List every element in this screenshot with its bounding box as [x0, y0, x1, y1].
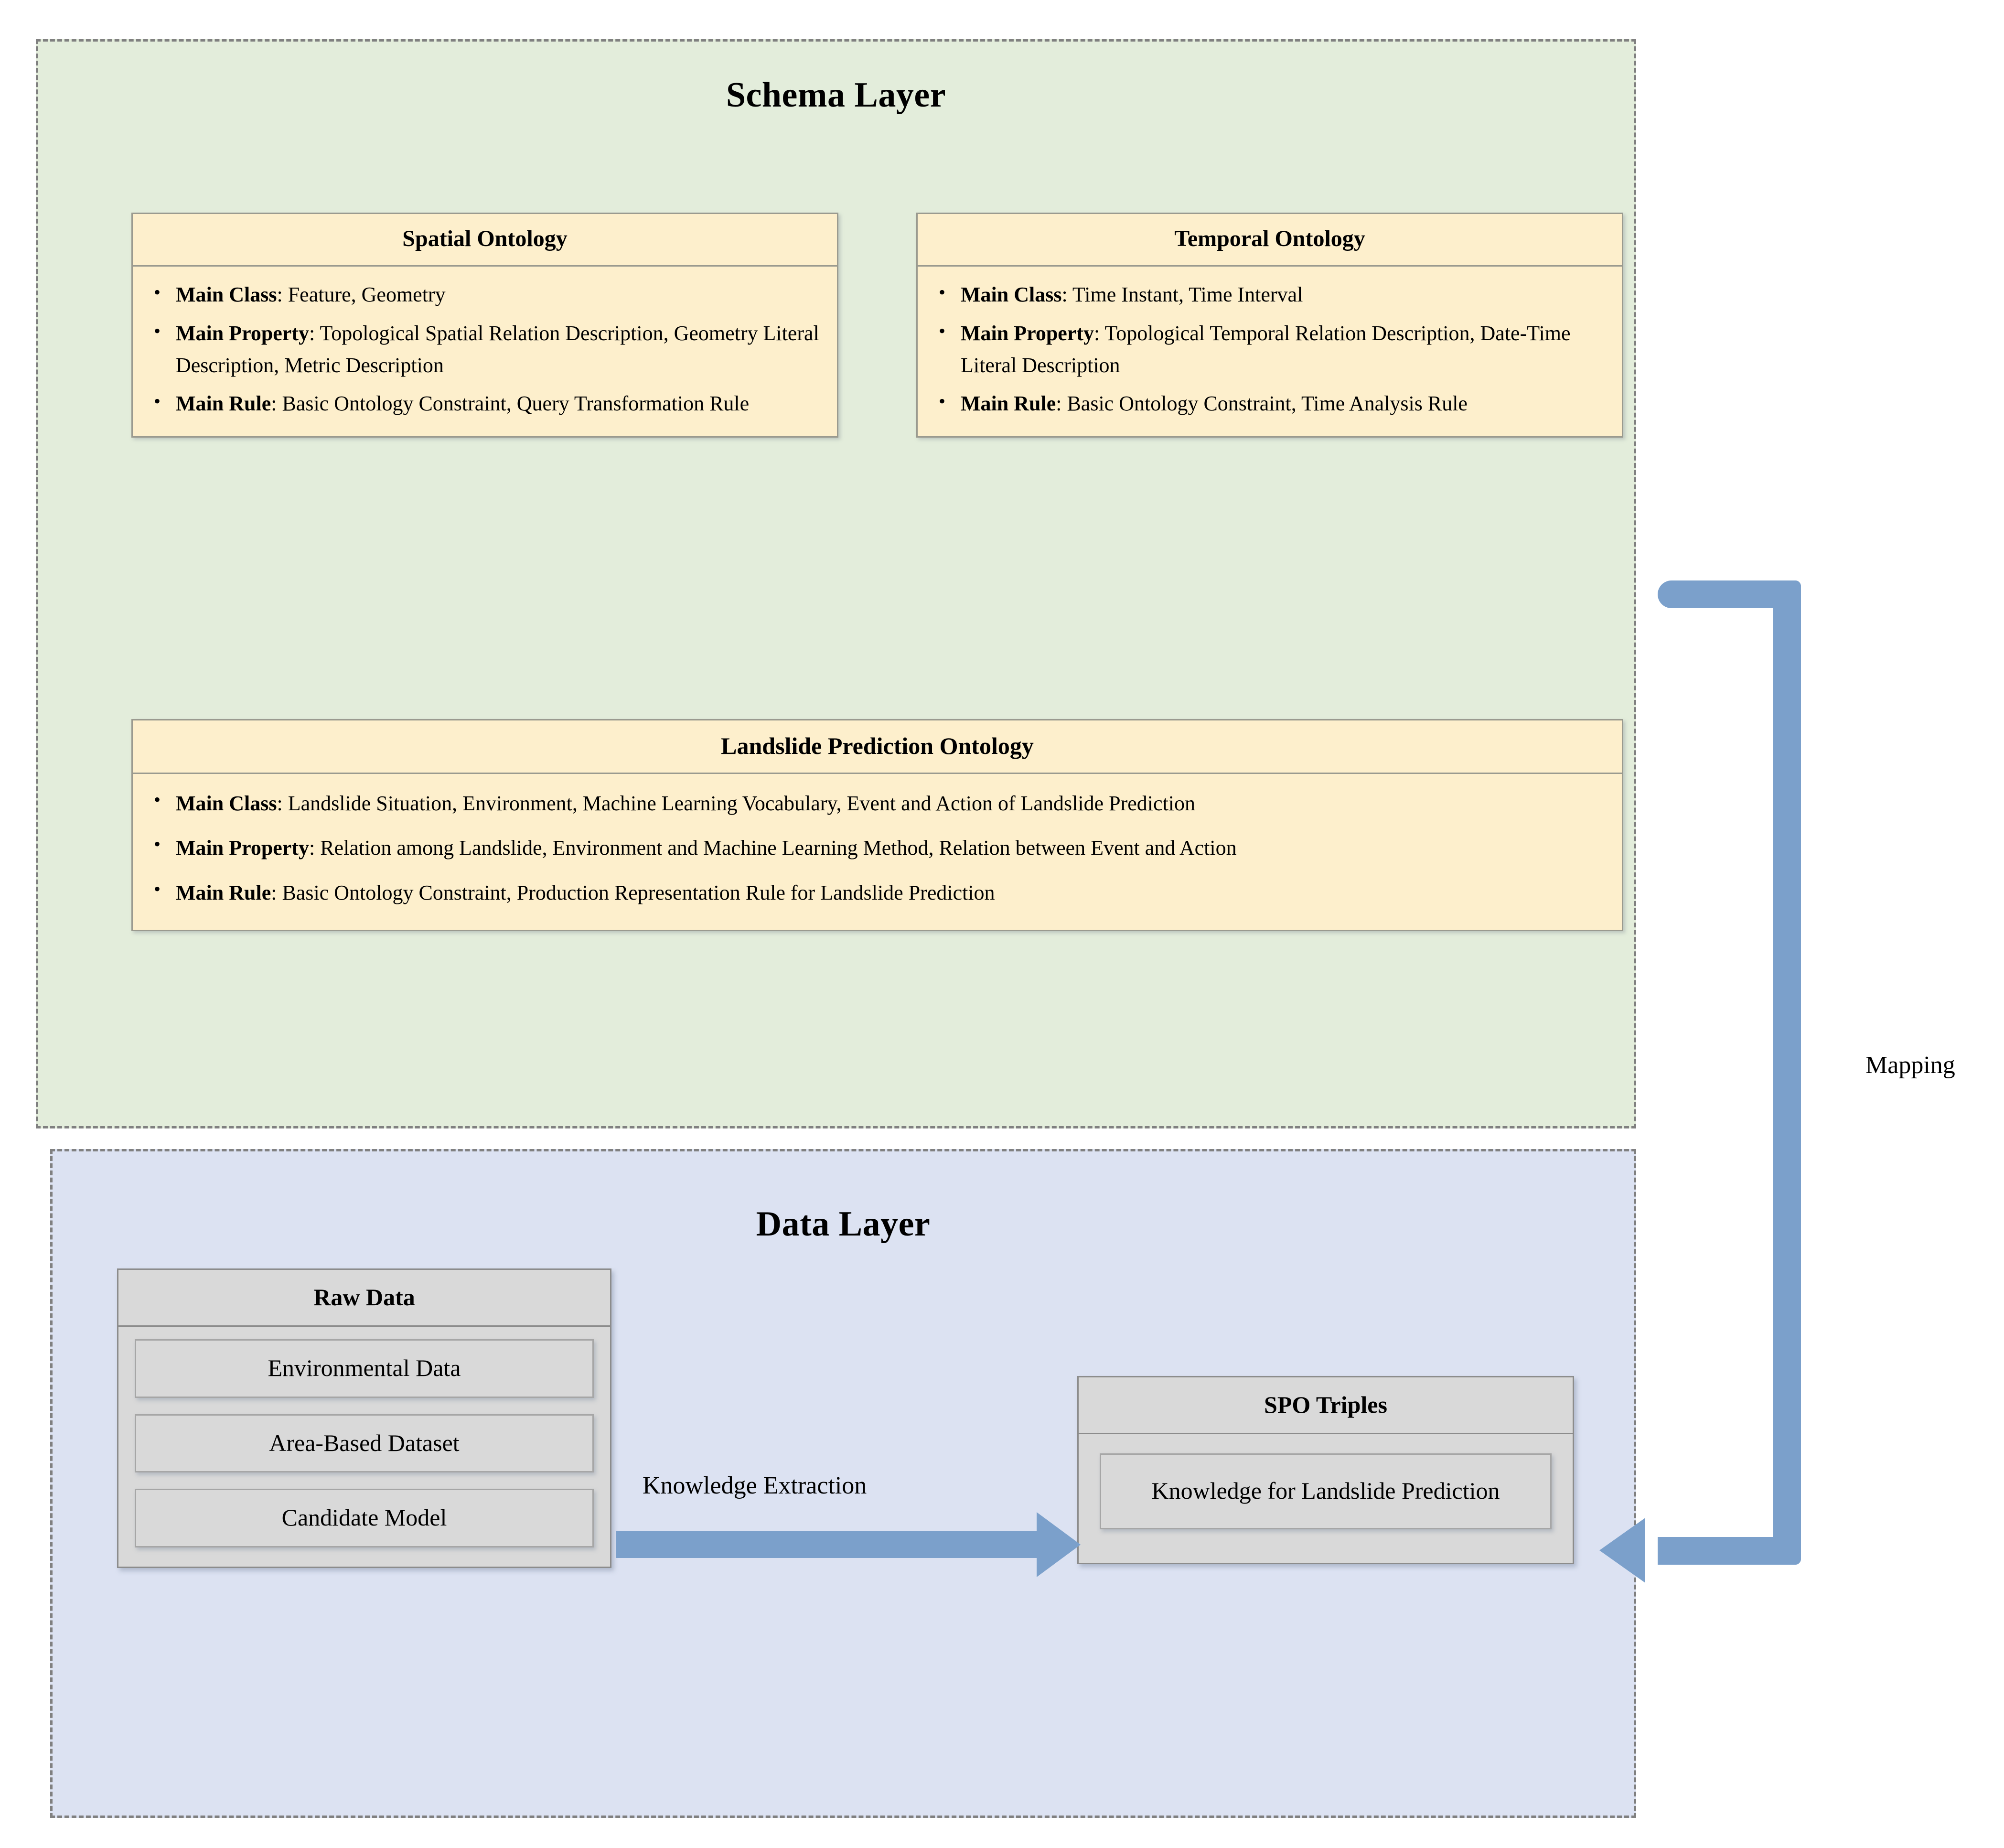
raw-data-item-area-based-dataset: Area-Based Dataset	[135, 1414, 594, 1472]
temporal-ontology-title: Temporal Ontology	[918, 214, 1622, 267]
list-item: Main Rule: Basic Ontology Constraint, Qu…	[154, 387, 821, 420]
list-item: Main Class: Landslide Situation, Environ…	[154, 785, 1606, 820]
raw-data-title: Raw Data	[118, 1270, 610, 1327]
bullet-label: Main Rule	[961, 392, 1056, 416]
spo-triples-box: SPO Triples Knowledge for Landslide Pred…	[1077, 1376, 1574, 1564]
mapping-arrow-icon	[1599, 580, 1844, 1583]
list-item: Main Class: Feature, Geometry	[154, 278, 821, 311]
landslide-prediction-ontology-body: Main Class: Landslide Situation, Environ…	[133, 774, 1622, 930]
mapping-arrow-right-segment	[1773, 580, 1801, 1565]
temporal-ontology-bullet-list: Main Class: Time Instant, Time Interval …	[934, 278, 1606, 420]
bullet-label: Main Rule	[176, 392, 271, 416]
bullet-label: Main Class	[961, 282, 1062, 306]
bullet-label: Main Rule	[176, 881, 271, 904]
bullet-text: : Topological Temporal Relation Descript…	[961, 321, 1571, 377]
spatial-ontology-bullet-list: Main Class: Feature, Geometry Main Prope…	[149, 278, 821, 420]
bullet-text: : Basic Ontology Constraint, Query Trans…	[271, 392, 750, 416]
spatial-ontology-body: Main Class: Feature, Geometry Main Prope…	[133, 267, 837, 437]
list-item: Main Property: Topological Spatial Relat…	[154, 317, 821, 382]
spo-triples-item-knowledge-for-landslide-prediction: Knowledge for Landslide Prediction	[1100, 1453, 1552, 1529]
raw-data-item-candidate-model: Candidate Model	[135, 1489, 594, 1547]
list-item: Main Property: Topological Temporal Rela…	[939, 317, 1606, 382]
bullet-label: Main Class	[176, 282, 277, 306]
raw-data-body: Environmental Data Area-Based Dataset Ca…	[118, 1327, 610, 1567]
bullet-text: : Basic Ontology Constraint, Time Analys…	[1056, 392, 1468, 416]
bullet-text: : Relation among Landslide, Environment …	[309, 836, 1237, 860]
spatial-ontology-card: Spatial Ontology Main Class: Feature, Ge…	[131, 213, 838, 438]
schema-layer-container: Schema Layer Spatial Ontology Main Class…	[36, 39, 1636, 1128]
spo-triples-body: Knowledge for Landslide Prediction	[1079, 1434, 1573, 1563]
raw-data-box: Raw Data Environmental Data Area-Based D…	[117, 1268, 611, 1568]
data-layer-title: Data Layer	[756, 1204, 931, 1244]
raw-data-item-environmental-data: Environmental Data	[135, 1339, 594, 1398]
bullet-label: Main Property	[961, 321, 1094, 345]
arrowhead-left-icon	[1599, 1518, 1645, 1583]
arrowhead-right-icon	[1037, 1512, 1081, 1577]
list-item: Main Rule: Basic Ontology Constraint, Ti…	[939, 387, 1606, 420]
bullet-text: : Topological Spatial Relation Descripti…	[176, 321, 819, 377]
bullet-text: : Landslide Situation, Environment, Mach…	[277, 792, 1196, 815]
bullet-text: : Basic Ontology Constraint, Production …	[271, 881, 995, 904]
bullet-label: Main Property	[176, 836, 310, 860]
spatial-ontology-title: Spatial Ontology	[133, 214, 837, 267]
list-item: Main Property: Relation among Landslide,…	[154, 830, 1606, 865]
landslide-prediction-ontology-title: Landslide Prediction Ontology	[133, 720, 1622, 774]
landslide-prediction-bullet-list: Main Class: Landslide Situation, Environ…	[149, 785, 1606, 910]
spo-triples-title: SPO Triples	[1079, 1377, 1573, 1434]
knowledge-extraction-label: Knowledge Extraction	[643, 1472, 867, 1499]
schema-layer-title: Schema Layer	[726, 75, 946, 115]
bullet-text: : Feature, Geometry	[277, 282, 446, 306]
bullet-label: Main Class	[176, 792, 277, 815]
knowledge-extraction-arrow-icon	[616, 1512, 1081, 1577]
bullet-label: Main Property	[176, 321, 310, 345]
mapping-arrow-bottom-segment	[1658, 1537, 1801, 1565]
temporal-ontology-body: Main Class: Time Instant, Time Interval …	[918, 267, 1622, 437]
bullet-text: : Time Instant, Time Interval	[1061, 282, 1303, 306]
list-item: Main Rule: Basic Ontology Constraint, Pr…	[154, 875, 1606, 910]
temporal-ontology-card: Temporal Ontology Main Class: Time Insta…	[916, 213, 1623, 438]
landslide-prediction-ontology-card: Landslide Prediction Ontology Main Class…	[131, 719, 1623, 931]
list-item: Main Class: Time Instant, Time Interval	[939, 278, 1606, 311]
mapping-label: Mapping	[1865, 1052, 1955, 1079]
